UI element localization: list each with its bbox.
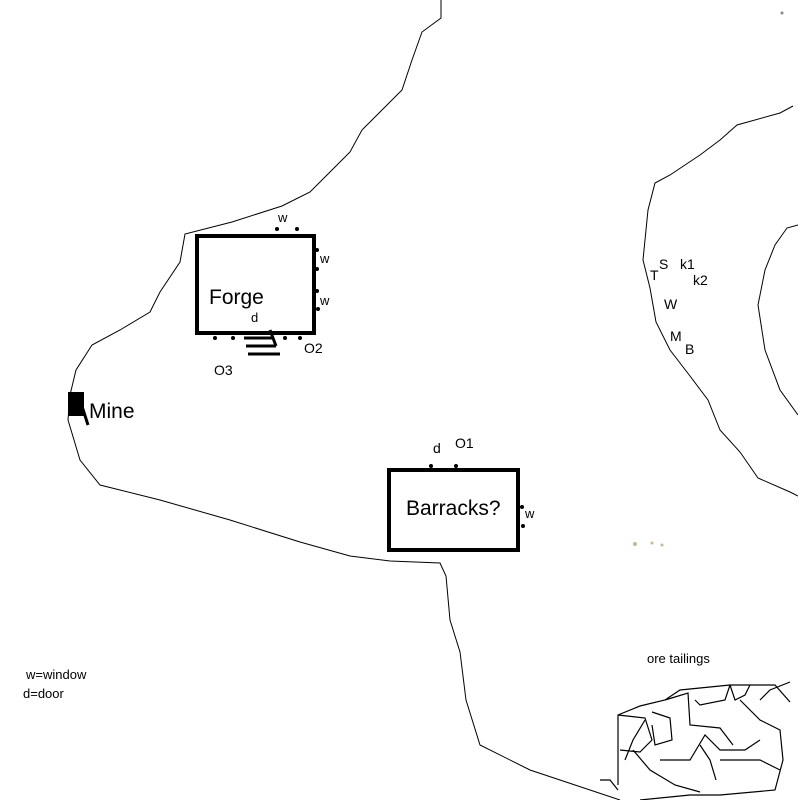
barracks-label: Barracks? [406,497,501,520]
east-boundary-line [642,105,798,497]
barracks-building [387,468,520,552]
mine-entrance-icon [68,392,90,426]
forge-label: Forge [209,286,264,309]
outpost-o1-label: O1 [455,435,474,451]
east-marker: S [659,256,669,272]
forge-window-marker: w [320,293,330,308]
barracks-window-marker: w [525,506,535,521]
east-marker: M [670,328,682,344]
forge-door-marker: d [251,310,259,325]
forge-stairs [244,329,280,356]
forge-building [195,234,316,335]
forge-window-marker: w [320,251,330,266]
outpost-o2-label: O2 [304,340,323,356]
legend-door: d=door [23,686,64,701]
debris-specks [633,11,784,547]
legend-window: w=window [26,667,87,682]
ore-tailings-scribble [600,681,791,800]
mine-label: Mine [89,400,135,423]
forge-window-marker: w [278,210,288,225]
outpost-o3-label: O3 [214,362,233,378]
east-marker: T [650,267,659,283]
west-boundary-line [67,0,621,800]
east-marker: B [685,341,695,357]
east-marker: k1 [680,256,695,272]
east-marker: k2 [693,272,708,288]
window-dots [213,227,525,528]
barracks-door-marker: d [433,440,441,456]
east-inner-line [757,224,798,416]
east-marker: W [664,296,678,312]
ore-tailings-label: ore tailings [647,651,710,666]
